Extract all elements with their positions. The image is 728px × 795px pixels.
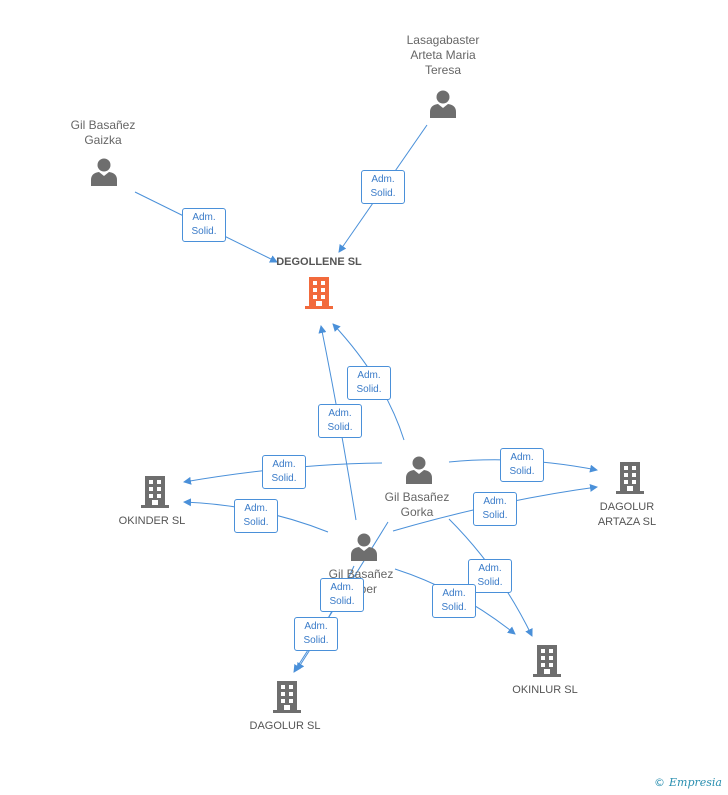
edge-label-adm-solid[interactable]: Adm. Solid. xyxy=(432,584,476,618)
person-icon[interactable] xyxy=(428,88,458,118)
edge-label-adm-solid[interactable]: Adm. Solid. xyxy=(234,499,278,533)
edge-label-adm-solid[interactable]: Adm. Solid. xyxy=(500,448,544,482)
building-icon[interactable] xyxy=(615,461,645,495)
brand-name: Empresia xyxy=(669,776,722,789)
node-label-okinder[interactable]: OKINDER SL xyxy=(118,515,186,527)
building-icon[interactable] xyxy=(272,680,302,714)
node-label-dagolur[interactable]: DAGOLUR SL xyxy=(249,720,321,732)
edge-label-adm-solid[interactable]: Adm. Solid. xyxy=(347,366,391,400)
node-label-gil-gaizka[interactable]: Gil Basañez Gaizka xyxy=(70,118,136,147)
edge-label-adm-solid[interactable]: Adm. Solid. xyxy=(320,578,364,612)
building-icon[interactable] xyxy=(140,475,170,509)
person-icon[interactable] xyxy=(404,454,434,484)
edge-label-adm-solid[interactable]: Adm. Solid. xyxy=(473,492,517,526)
building-icon[interactable] xyxy=(304,276,334,310)
node-label-okinlur[interactable]: OKINLUR SL xyxy=(512,684,578,696)
node-label-lasagabaster[interactable]: Lasagabaster Arteta Maria Teresa xyxy=(406,33,480,77)
copyright-symbol: © xyxy=(654,776,665,789)
person-icon[interactable] xyxy=(349,531,379,561)
node-label-degollene[interactable]: DEGOLLENE SL xyxy=(276,256,362,268)
edge-label-adm-solid[interactable]: Adm. Solid. xyxy=(294,617,338,651)
edge-label-adm-solid[interactable]: Adm. Solid. xyxy=(318,404,362,438)
node-label-gil-gorka[interactable]: Gil Basañez Gorka xyxy=(384,490,450,519)
edge-label-adm-solid[interactable]: Adm. Solid. xyxy=(182,208,226,242)
edge-label-adm-solid[interactable]: Adm. Solid. xyxy=(262,455,306,489)
person-icon[interactable] xyxy=(89,156,119,186)
node-label-dagolur-artaza[interactable]: DAGOLUR ARTAZA SL xyxy=(597,501,657,528)
edge-label-adm-solid[interactable]: Adm. Solid. xyxy=(361,170,405,204)
building-icon[interactable] xyxy=(532,644,562,678)
brand-logo[interactable]: © Empresia xyxy=(654,776,722,789)
